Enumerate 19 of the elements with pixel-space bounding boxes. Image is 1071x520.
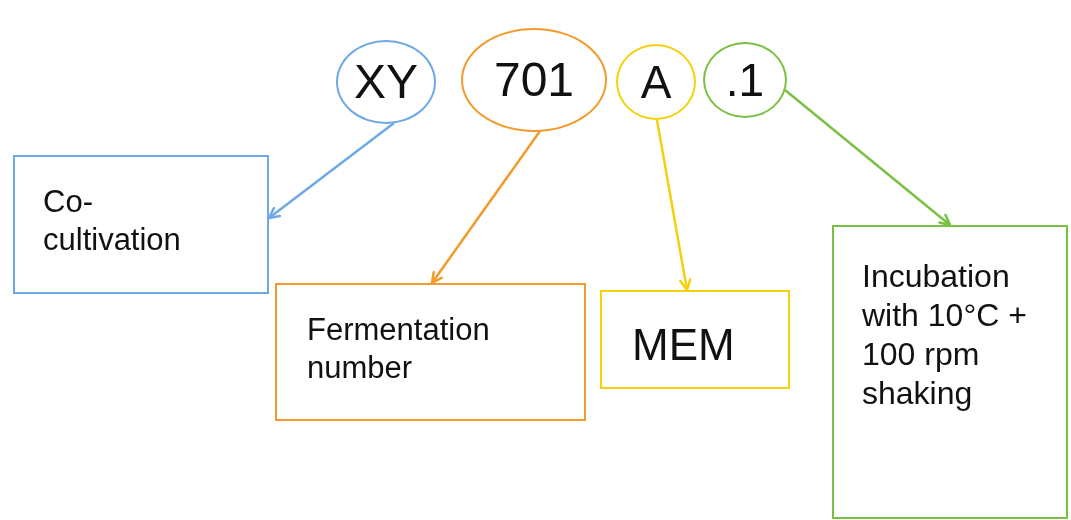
code-segment-text: .1 bbox=[725, 52, 765, 108]
meaning-box bbox=[275, 283, 586, 421]
code-segment-text: 701 bbox=[493, 51, 575, 108]
meaning-box bbox=[832, 225, 1068, 519]
code-segment-text: A bbox=[640, 54, 672, 110]
meaning-text: MEM bbox=[632, 319, 735, 371]
code-segment-text: XY bbox=[354, 53, 418, 110]
arrow bbox=[655, 119, 692, 292]
code-segment-ellipse bbox=[616, 44, 696, 120]
meaning-box bbox=[600, 290, 790, 389]
meaning-box bbox=[13, 155, 269, 294]
code-segment-ellipse bbox=[336, 40, 436, 124]
code-segment-ellipse bbox=[703, 42, 787, 118]
meaning-text: Co-cultivation bbox=[43, 183, 182, 259]
arrow bbox=[430, 130, 541, 285]
meaning-text: Incubation with 10°C + 100 rpm shaking bbox=[862, 257, 1028, 414]
arrow bbox=[784, 89, 952, 227]
code-segment-ellipse bbox=[461, 28, 607, 132]
meaning-text: Fermentation number bbox=[307, 311, 491, 387]
